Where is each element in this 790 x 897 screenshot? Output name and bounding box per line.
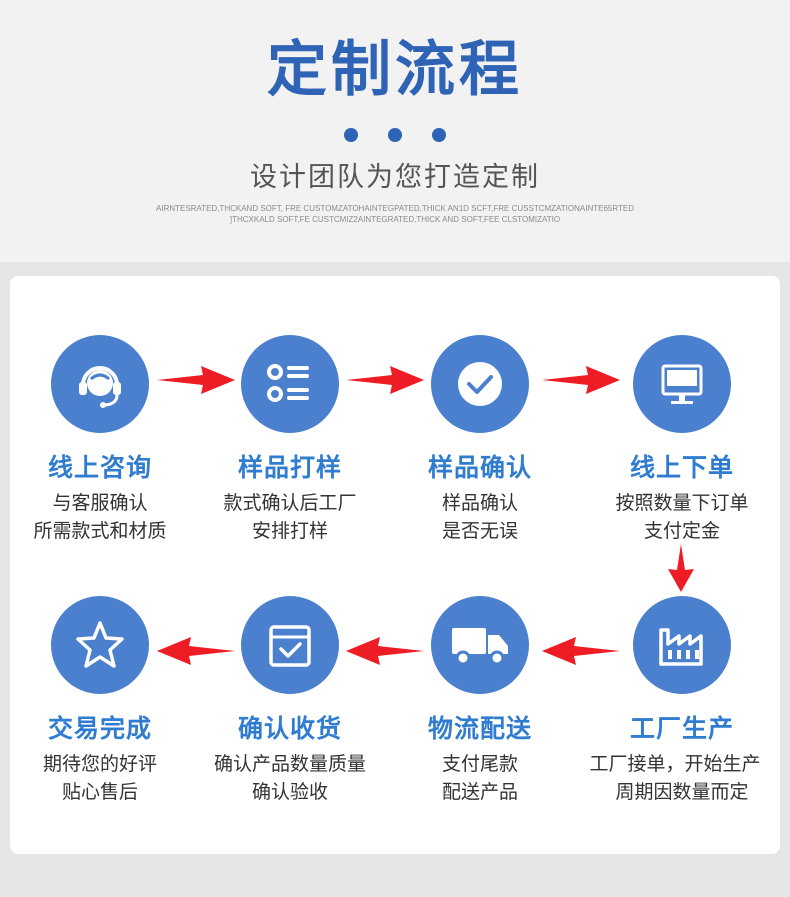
arrow-left-icon: [542, 637, 620, 665]
step-1-title: 线上咨询: [47, 453, 152, 482]
step-5-title: 工厂生产: [629, 714, 734, 743]
title-dots: [0, 128, 790, 142]
step-2-title: 样品打样: [237, 453, 342, 482]
step-4-title: 线上下单: [629, 453, 734, 482]
step-6-desc-2: 配送产品: [441, 781, 518, 803]
headset-icon: [79, 366, 121, 408]
dot: [344, 128, 358, 142]
step-7-title: 确认收货: [237, 714, 342, 743]
box-check-icon: [269, 625, 311, 667]
process-card: 线上咨询 与客服确认 所需款式和材质 样品打样 款式确认后工厂 安排打样 样品确…: [10, 276, 780, 854]
step-3-circle: [431, 335, 529, 433]
header-section: 定制流程 设计团队为您打造定制 AIRNTESRATED,THCKAND SOF…: [0, 0, 790, 262]
step-4-desc-1: 按照数量下订单: [615, 492, 749, 514]
step-3-desc-2: 是否无误: [441, 520, 518, 542]
page-subtitle: 设计团队为您打造定制: [250, 162, 540, 193]
monitor-icon: [661, 364, 703, 404]
step-8-title: 交易完成: [47, 714, 152, 743]
arrow-right-icon: [157, 366, 235, 394]
step-7-desc-1: 确认产品数量质量: [213, 753, 366, 775]
step-1-desc-1: 与客服确认: [52, 492, 148, 514]
step-2-circle: [241, 335, 339, 433]
english-caption: AIRNTESRATED,THCKAND SOFT, FRE CUSTOMZAT…: [110, 203, 680, 225]
star-icon: [76, 621, 124, 668]
step-6-desc-1: 支付尾款: [441, 753, 518, 775]
page-title: 定制流程: [267, 35, 523, 105]
step-8-circle: [51, 596, 149, 694]
arrow-right-icon: [346, 366, 424, 394]
step-2-desc-2: 安排打样: [251, 520, 328, 542]
list-icon: [267, 364, 309, 402]
step-3-title: 样品确认: [427, 453, 532, 482]
step-7-circle: [241, 596, 339, 694]
step-8-desc-1: 期待您的好评: [42, 753, 157, 775]
step-1-desc-2: 所需款式和材质: [33, 520, 167, 542]
step-1-circle: [51, 335, 149, 433]
arrow-down-icon: [668, 544, 694, 592]
arrow-left-icon: [346, 637, 424, 665]
truck-icon: [452, 628, 508, 666]
arrow-right-icon: [542, 366, 620, 394]
factory-icon: [659, 628, 703, 666]
step-3-desc-1: 样品确认: [441, 492, 518, 514]
step-8-desc-2: 贴心售后: [61, 781, 138, 803]
step-2-desc-1: 款式确认后工厂: [223, 492, 357, 514]
dot: [432, 128, 446, 142]
arrow-left-icon: [157, 637, 235, 665]
english-line-2: ]THCXKALD SOFT,FE CUSTCMIZ2AINTEGRATED,T…: [229, 215, 561, 224]
dot: [388, 128, 402, 142]
step-5-circle: [633, 596, 731, 694]
step-6-title: 物流配送: [427, 714, 532, 743]
step-4-desc-2: 支付定金: [643, 520, 720, 542]
check-circle-icon: [458, 362, 502, 406]
step-7-desc-2: 确认验收: [251, 781, 328, 803]
step-4-circle: [633, 335, 731, 433]
step-6-circle: [431, 596, 529, 694]
step-5-desc-2: 周期因数量而定: [615, 781, 749, 803]
step-5-desc-1: 工厂接单，开始生产: [589, 753, 761, 775]
english-line-1: AIRNTESRATED,THCKAND SOFT, FRE CUSTOMZAT…: [156, 204, 634, 213]
